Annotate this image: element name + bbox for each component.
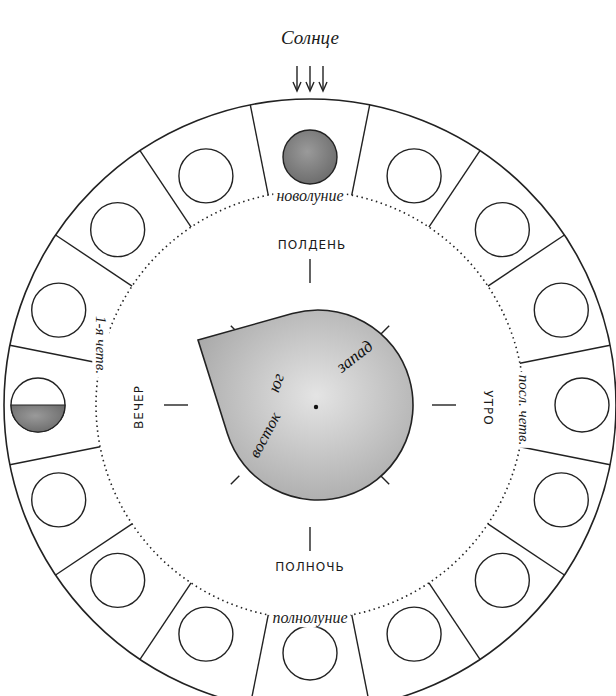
moon-circle xyxy=(283,626,337,680)
hour-tick xyxy=(381,476,389,484)
teardrop-outline xyxy=(195,305,417,505)
time-label: УТРО xyxy=(480,390,493,425)
sun-ray xyxy=(322,66,323,89)
sun-label: Солнце xyxy=(281,28,339,49)
arrow-head xyxy=(319,82,327,91)
moon-circle xyxy=(179,607,233,661)
moon-circle xyxy=(32,283,86,337)
time-label: ВЕЧЕР xyxy=(133,385,146,429)
outer-ring xyxy=(4,99,616,696)
arrow-head xyxy=(293,82,301,91)
cell-divider xyxy=(352,615,370,696)
phase-label: новолуние xyxy=(273,187,346,205)
hour-tick xyxy=(231,476,239,484)
horizon-teardrop: западюгвосток xyxy=(195,305,417,505)
cell-divider xyxy=(250,615,268,696)
phase-label: 1-я четв. xyxy=(93,313,110,377)
moon-circle xyxy=(534,473,588,527)
cell-divider xyxy=(352,105,370,195)
moon-circle xyxy=(11,378,65,432)
moon-circle xyxy=(283,130,337,184)
hour-tick xyxy=(432,404,456,405)
moon-circle xyxy=(179,149,233,203)
half-moon-shade xyxy=(11,405,65,432)
moon-circle xyxy=(91,203,145,257)
moon-circle xyxy=(475,203,529,257)
dotted-orbit xyxy=(96,191,524,619)
time-label: ПОЛДЕНЬ xyxy=(278,239,347,252)
moon-circle xyxy=(475,553,529,607)
moon-circle xyxy=(387,607,441,661)
cell-divider xyxy=(10,345,100,363)
sun-ray xyxy=(296,66,297,89)
teardrop-shape xyxy=(198,310,413,500)
time-label: ПОЛНОЧЬ xyxy=(275,561,344,574)
sun-ray xyxy=(309,66,310,89)
hour-tick xyxy=(309,527,310,551)
observer-dot xyxy=(314,405,318,409)
cell-divider xyxy=(520,447,610,465)
arrow-head xyxy=(306,82,314,91)
phase-label: посл. четв. xyxy=(516,372,533,448)
phase-label: полнолуние xyxy=(269,609,350,627)
moon-circle xyxy=(32,473,86,527)
cell-divider xyxy=(250,105,268,195)
moon-circle xyxy=(387,149,441,203)
hour-tick xyxy=(164,404,188,405)
hour-tick xyxy=(381,326,389,334)
hour-tick xyxy=(309,259,310,283)
cell-divider xyxy=(520,345,610,363)
cell-divider xyxy=(10,447,100,465)
moon-circle xyxy=(534,283,588,337)
moon-circle xyxy=(555,378,609,432)
moon-circle xyxy=(91,553,145,607)
